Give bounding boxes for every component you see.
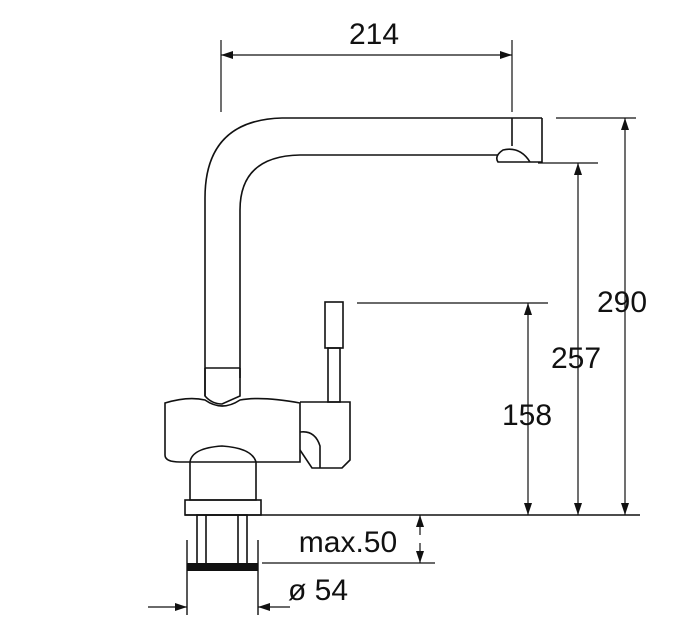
- base-neck: [189, 445, 257, 501]
- lever-handle-stem: [327, 347, 341, 403]
- hole-outline: [186, 540, 259, 615]
- lever-handle-top: [324, 301, 344, 349]
- faucet-outline: [164, 117, 640, 566]
- seal-ring: [187, 563, 258, 571]
- dim-257-label: 257: [551, 342, 601, 375]
- dim-54-label: ø 54: [288, 574, 348, 607]
- dimension-lines: [148, 40, 636, 611]
- threaded-shank: [196, 514, 248, 566]
- mounting-nut: [184, 499, 262, 516]
- dim-214-label: 214: [349, 18, 399, 51]
- spout-collar: [204, 368, 241, 405]
- lever-detail: [299, 430, 321, 468]
- dim-290-label: 290: [597, 286, 647, 319]
- dim-max50-label: max.50: [299, 526, 397, 559]
- dim-158-label: 158: [502, 399, 552, 432]
- spout-outer-edge: [204, 117, 542, 396]
- spout-tip: [496, 118, 543, 163]
- faucet-body: [164, 397, 301, 463]
- lever-block: [299, 401, 351, 469]
- spout-inner-edge: [239, 154, 498, 378]
